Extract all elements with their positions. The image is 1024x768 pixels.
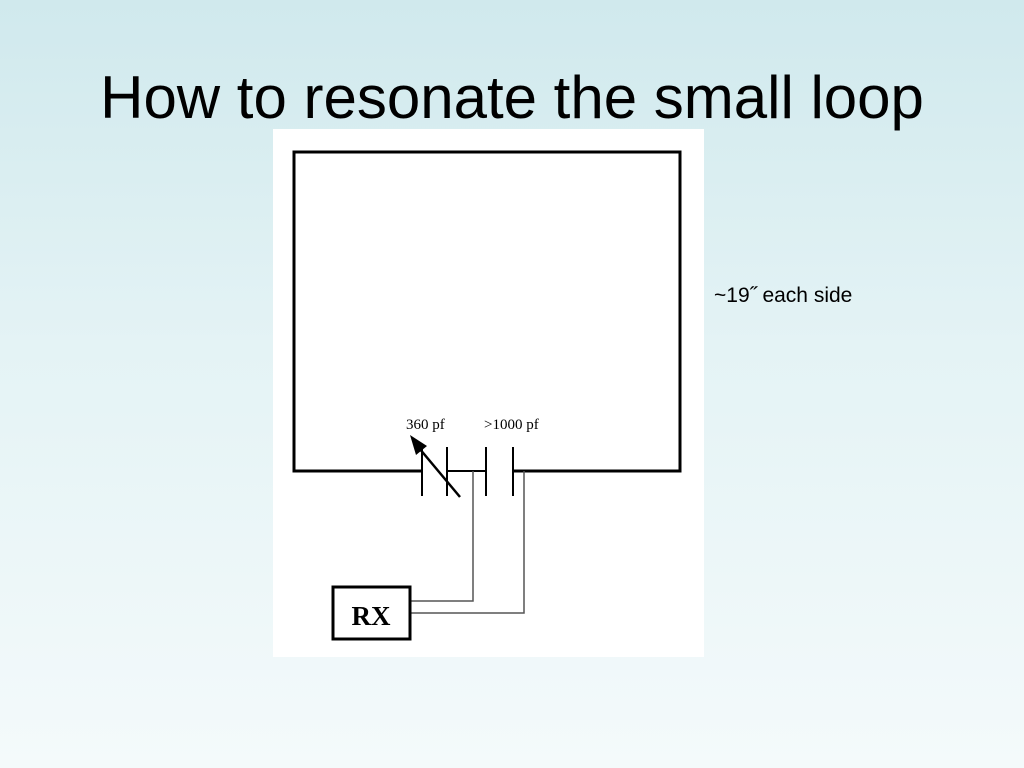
slide-title: How to resonate the small loop: [100, 64, 924, 131]
variable-capacitor-label: 360 pf: [406, 417, 445, 433]
loop-diagram: RX 360 pf >1000 pf: [273, 129, 704, 657]
fixed-capacitor: [485, 447, 514, 496]
receiver-box: [331, 585, 412, 641]
feed-lines: [410, 471, 525, 614]
loop-antenna: [292, 150, 682, 473]
loop-size-note: ~19˝ each side: [714, 284, 853, 307]
tuning-arrow-icon: [410, 435, 461, 498]
receiver-label: RX: [352, 601, 391, 631]
fixed-capacitor-label: >1000 pf: [484, 417, 539, 433]
